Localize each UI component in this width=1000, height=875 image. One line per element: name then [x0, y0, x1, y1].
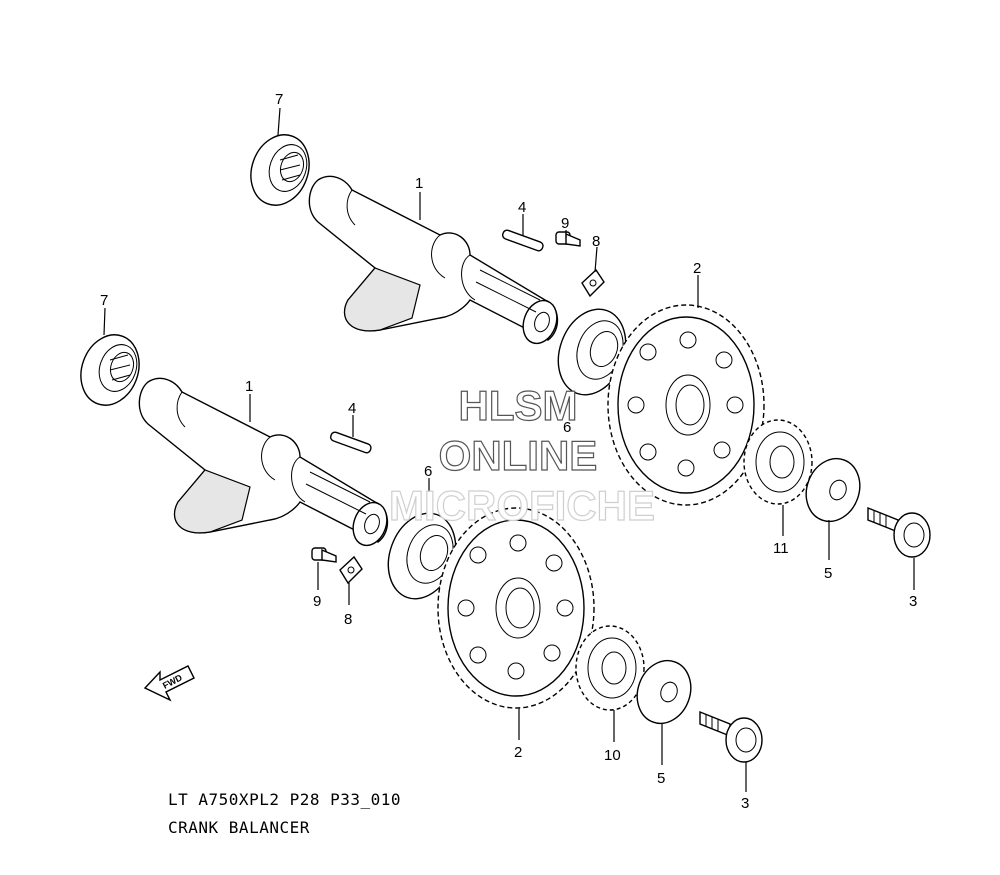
callout-6-lower: 6 — [424, 463, 432, 480]
flange-bolt-upper — [867, 506, 931, 558]
callout-4-lower: 4 — [348, 400, 356, 417]
watermark-line3: MICROFICHE — [389, 482, 655, 529]
callout-11: 11 — [773, 540, 789, 557]
callout-4-upper: 4 — [518, 199, 526, 216]
diagram-title: CRANK BALANCER — [168, 818, 310, 837]
callout-8-lower: 8 — [344, 611, 352, 628]
lock-washer-upper — [581, 268, 605, 298]
diagram-code: LT A750XPL2 P28 P33_010 — [168, 790, 402, 809]
callout-5-upper: 5 — [824, 565, 832, 582]
watermark-line2: ONLINE — [439, 432, 598, 479]
callout-2-lower: 2 — [514, 744, 522, 761]
balancer-shaft-upper — [308, 175, 559, 345]
ball-bearing-upper — [557, 308, 627, 396]
callout-3-upper: 3 — [909, 593, 917, 610]
callout-9-lower: 9 — [313, 593, 321, 610]
callout-5-lower: 5 — [657, 770, 665, 787]
callout-1-lower: 1 — [245, 378, 253, 395]
key-lower — [329, 431, 372, 454]
washer-upper — [805, 457, 861, 523]
needle-bearing-upper — [250, 134, 310, 206]
callout-10: 10 — [604, 747, 621, 764]
washer-lower — [636, 659, 692, 725]
callout-numbers: 7 1 4 9 8 2 6 11 5 3 7 1 4 6 9 8 2 10 5 … — [100, 91, 917, 812]
callout-1-upper: 1 — [415, 175, 423, 192]
lock-washer-lower — [339, 555, 363, 585]
leader-lines — [103, 107, 915, 792]
callout-7-lower: 7 — [100, 292, 108, 309]
callout-9-upper: 9 — [561, 215, 569, 232]
watermark-line1: HLSM — [459, 382, 578, 429]
callout-2-upper: 2 — [693, 260, 701, 277]
fwd-arrow-icon: FWD — [143, 665, 195, 702]
needle-bearing-lower — [80, 334, 140, 406]
flange-bolt-lower — [699, 710, 763, 763]
balancer-gear-upper — [607, 304, 765, 506]
callout-6-upper: 6 — [563, 419, 571, 436]
key-upper — [501, 229, 544, 252]
bolt-small-upper — [555, 231, 581, 247]
balancer-shaft-lower — [138, 377, 389, 547]
balancer-drive-gear-10 — [575, 625, 645, 711]
balancer-drive-gear-11 — [743, 419, 813, 505]
watermark: HLSM ONLINE MICROFICHE — [388, 381, 655, 529]
callout-3-lower: 3 — [741, 795, 749, 812]
callout-7-upper: 7 — [275, 91, 283, 108]
callout-8-upper: 8 — [592, 233, 600, 250]
balancer-gear-lower — [437, 507, 595, 709]
ball-bearing-lower — [387, 512, 457, 600]
bolt-small-lower — [311, 547, 337, 563]
